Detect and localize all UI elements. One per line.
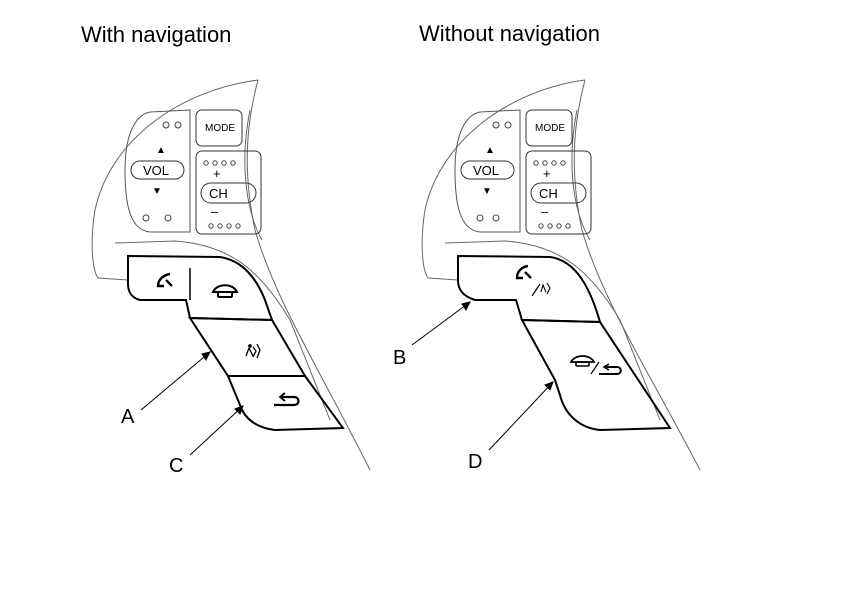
vol-button-right[interactable] — [460, 160, 515, 180]
back-arrow-icon — [274, 392, 300, 407]
ch-switch-housing — [195, 150, 262, 235]
callout-line-b — [411, 301, 471, 346]
pick-up-voice-button[interactable] — [457, 254, 602, 324]
panel-with-navigation: ▲ VOL ▼ MODE + CH – — [91, 79, 371, 477]
ch-switch-housing-right — [525, 150, 592, 235]
hang-up-back-icon — [569, 355, 622, 375]
vol-label: VOL — [143, 163, 169, 178]
ch-plus-right: + — [543, 166, 551, 181]
spoke-housing-right — [444, 240, 661, 421]
ch-dots-bottom — [208, 223, 241, 229]
vol-switch-housing-right — [454, 109, 521, 233]
callout-line-c — [189, 405, 244, 456]
hang-up-back-button[interactable] — [520, 318, 672, 432]
voice-command-button[interactable] — [188, 316, 307, 377]
callout-d: D — [468, 451, 482, 473]
ch-dots-top — [203, 160, 236, 166]
ch-dots-bottom-right — [538, 223, 571, 229]
ch-label: CH — [209, 186, 228, 201]
mode-button-right[interactable] — [525, 109, 573, 147]
callout-c: C — [169, 455, 183, 477]
ch-minus: – — [211, 204, 219, 219]
ch-plus: + — [213, 166, 221, 181]
vol-switch-housing — [124, 109, 191, 233]
pick-up-voice-icon — [515, 264, 551, 297]
vol-down-arrow: ▼ — [152, 186, 162, 197]
ch-label-right: CH — [539, 186, 558, 201]
callout-line-d — [488, 381, 554, 451]
ch-button-right[interactable] — [530, 182, 587, 204]
panel-without-navigation: ▲ VOL ▼ MODE + CH – — [393, 79, 701, 473]
callout-a: A — [121, 406, 135, 428]
mode-button[interactable] — [195, 109, 243, 147]
ch-button[interactable] — [200, 182, 257, 204]
vol-label-right: VOL — [473, 163, 499, 178]
voice-command-icon — [245, 343, 261, 359]
panel-title-without-navigation: Without navigation — [419, 21, 600, 46]
mode-label-right: MODE — [535, 123, 565, 134]
callout-b: B — [393, 347, 406, 369]
hang-up-phone-icon — [211, 284, 239, 298]
wheel-outline-right — [421, 79, 586, 281]
phone-button-panel[interactable] — [127, 254, 274, 322]
vol-button[interactable] — [130, 160, 185, 180]
wheel-rim-left — [246, 79, 371, 471]
callout-line-a — [140, 351, 211, 411]
panel-title-with-navigation: With navigation — [81, 22, 232, 47]
pick-up-phone-icon — [156, 272, 173, 288]
ch-minus-right: – — [541, 204, 549, 219]
mode-label: MODE — [205, 123, 235, 134]
ch-dots-top-right — [533, 160, 566, 166]
wheel-outline-left — [91, 79, 259, 281]
vol-up-arrow-right: ▲ — [485, 145, 495, 156]
wheel-rim-right — [573, 79, 701, 471]
vol-down-arrow-right: ▼ — [482, 186, 492, 197]
spoke-housing-left — [114, 240, 331, 421]
vol-up-arrow: ▲ — [156, 145, 166, 156]
